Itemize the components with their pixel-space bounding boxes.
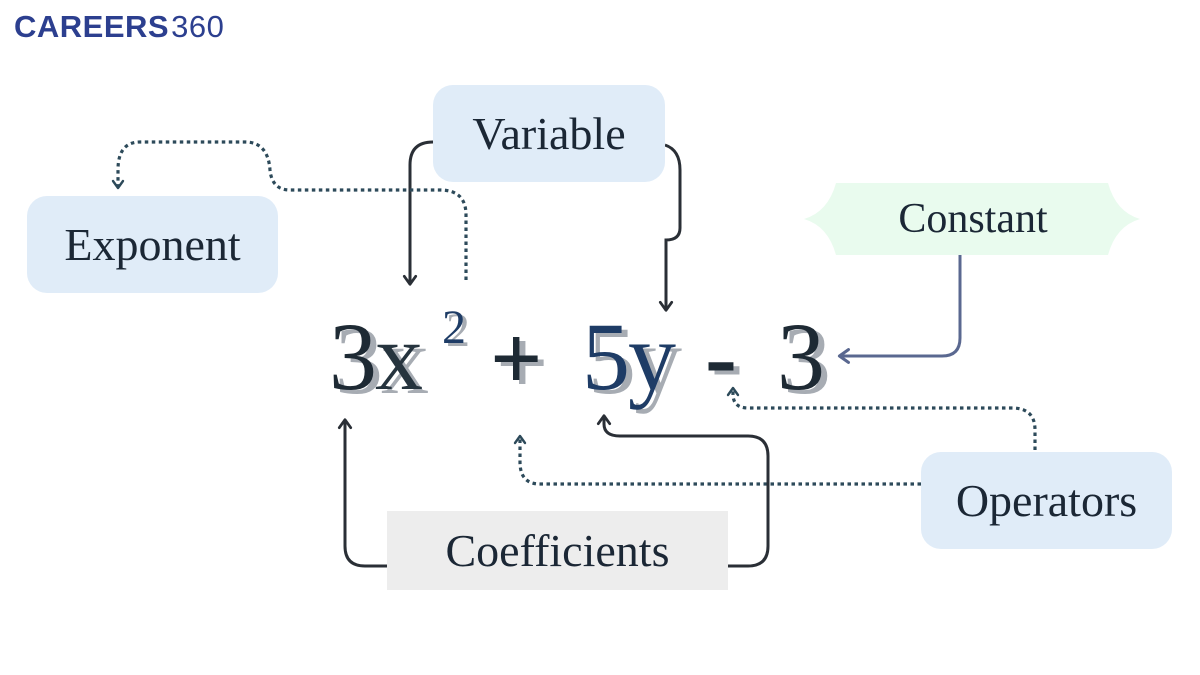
logo-number-text: 360: [171, 9, 225, 44]
exponent-label: Exponent: [27, 196, 278, 293]
svg-text:3: 3: [335, 307, 383, 414]
variable-label: Variable: [433, 85, 665, 182]
operators-label: Operators: [921, 452, 1172, 549]
constant-label-background: [804, 183, 1140, 255]
arrow-operators-to-plus: [513, 434, 921, 486]
arrow-constant: [837, 255, 962, 364]
coefficient-5: 5: [582, 303, 630, 410]
arrow-coefficients-to-5: [596, 414, 770, 568]
arrow-variable-to-y: [658, 143, 682, 312]
svg-text:+: +: [496, 311, 548, 413]
svg-text:2: 2: [446, 304, 470, 357]
variable-x: x: [375, 303, 423, 410]
careers360-logo: CAREERS360: [14, 8, 224, 46]
variable-y: y: [628, 303, 676, 410]
coefficient-3: 3: [329, 303, 377, 410]
logo-brand-text: CAREERS: [14, 9, 170, 44]
svg-text:5: 5: [588, 307, 636, 414]
minus-operator: -: [705, 303, 737, 410]
arrow-operators-to-minus: [726, 386, 1037, 450]
coefficients-label: Coefficients: [387, 511, 728, 590]
expression-shadow: 3 x 2 + 5 y - 3: [335, 304, 831, 414]
exponent-2: 2: [442, 301, 466, 354]
svg-text:3: 3: [783, 307, 831, 414]
constant-3: 3: [777, 303, 825, 410]
plus-operator: +: [490, 307, 542, 409]
arrow-exponent-dotted: [111, 140, 468, 280]
arrow-coefficients-to-3: [337, 418, 387, 568]
svg-text:y: y: [634, 307, 682, 414]
svg-text:x: x: [381, 307, 429, 414]
constant-label: Constant: [836, 183, 1110, 255]
arrow-variable-to-x: [402, 140, 434, 286]
constant-label-text: Constant: [898, 196, 1048, 242]
svg-text:-: -: [711, 307, 743, 414]
